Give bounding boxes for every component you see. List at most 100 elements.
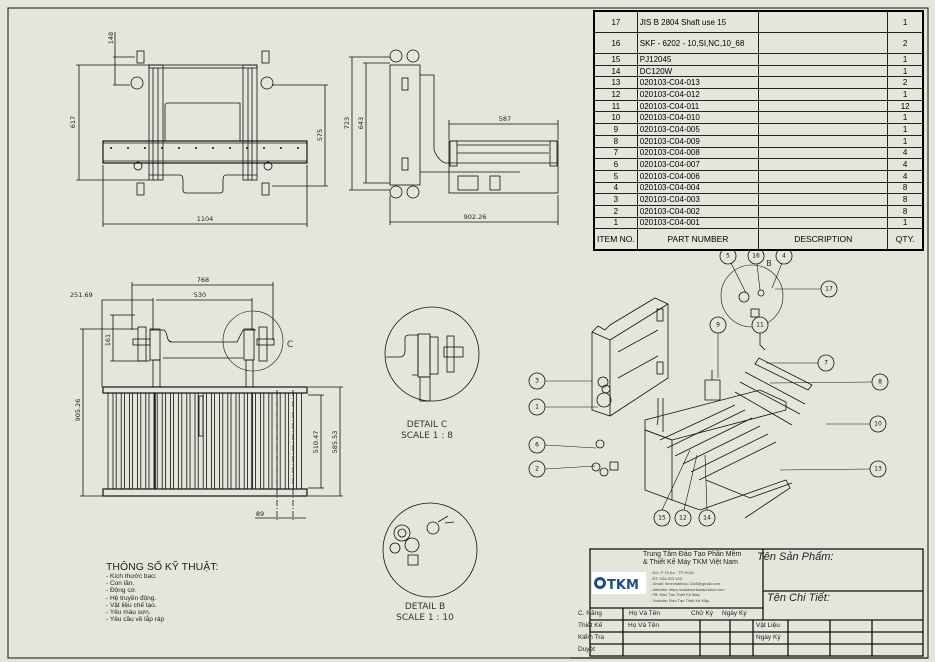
bom-header-item: ITEM NO.: [593, 228, 638, 251]
roller-slat: [189, 392, 196, 490]
roller-slat: [271, 392, 278, 490]
bom-item-no: 7: [593, 146, 638, 160]
bom-qty: 1: [887, 88, 924, 101]
bom-description: [758, 158, 889, 171]
title-block-grid: [570, 548, 928, 659]
bom-description: [758, 204, 889, 218]
row-function-label: C. Năng: [578, 610, 602, 617]
detail-b-title: DETAIL B: [405, 602, 445, 612]
roller-slat: [156, 392, 163, 490]
bom-part-number: 020103-C04-006: [636, 169, 760, 183]
bom-qty: 8: [887, 193, 924, 206]
balloon-number: 5: [726, 253, 730, 260]
bom-qty: 4: [887, 169, 924, 183]
balloon-number: 8: [878, 379, 882, 386]
roller-slat: [263, 392, 270, 490]
roller-slat: [181, 392, 188, 490]
bom-item-no: 1: [593, 216, 638, 230]
bom-part-number: PJ12045: [636, 53, 760, 66]
balloon-number: 13: [874, 466, 882, 473]
balloon-circle: [709, 316, 727, 334]
bom-item-no: 11: [593, 99, 638, 113]
balloon-11: 11: [751, 316, 769, 334]
part-name-label: Tên Chi Tiết:: [767, 592, 830, 604]
bom-description: [758, 10, 889, 33]
bom-description: [758, 146, 889, 160]
design-name-field[interactable]: Họ Và Tên: [628, 622, 659, 629]
bom-item-no: 8: [593, 134, 638, 148]
dim-top-offset: 251.69: [70, 291, 93, 299]
bom-description: [758, 216, 889, 230]
dim-front-offset: 148: [107, 32, 115, 44]
detail-c-view: [384, 306, 480, 402]
dim-top-span: 768: [197, 276, 209, 284]
bom-qty: 4: [887, 146, 924, 160]
bom-part-number: 020103-C04-009: [636, 134, 760, 148]
front-view: [76, 32, 328, 227]
date-label: Ngày Ký: [756, 634, 781, 641]
dim-front-inner: 575: [316, 129, 324, 141]
bom-description: [758, 99, 889, 113]
row-design-label: Thiết Kế: [578, 622, 603, 629]
bom-description: [758, 76, 889, 90]
bom-description: [758, 88, 889, 101]
bom-part-number: 020103-C04-012: [636, 88, 760, 101]
contact-line: - Đ/c: P. Dĩ An - TP HCM.: [650, 570, 695, 575]
dim-top-frame: 585.53: [331, 431, 339, 454]
bom-item-no: 10: [593, 111, 638, 125]
bom-description: [758, 32, 889, 54]
bom-part-number: 020103-C04-013: [636, 76, 760, 90]
balloon-number: 11: [756, 322, 764, 329]
balloon-7: 7: [817, 354, 835, 372]
bom-qty: 8: [887, 181, 924, 195]
bom-description: [758, 53, 889, 66]
roller-slat: [287, 392, 294, 490]
detail-c-title: DETAIL C: [407, 420, 447, 430]
dim-top-mech: 161: [104, 334, 112, 346]
bom-part-number: 020103-C04-004: [636, 181, 760, 195]
roller-slat: [173, 392, 180, 490]
col-name-header: Họ Và Tên: [629, 610, 660, 617]
roller-slat: [115, 392, 122, 490]
bom-item-no: 15: [593, 53, 638, 66]
bom-part-number: 020103-C04-003: [636, 193, 760, 206]
bom-qty: 1: [887, 216, 924, 230]
bom-item-no: 16: [593, 32, 638, 54]
balloon-12: 12: [674, 509, 692, 527]
dim-side-inner: 643: [357, 117, 365, 129]
contact-line: - Youtube: Đào Tạo Thiết Kế Máy.: [650, 597, 710, 603]
top-view: [80, 282, 343, 520]
roller-slat: [124, 392, 130, 490]
balloon-number: 16: [752, 253, 760, 260]
roller-slat: [279, 392, 286, 490]
roller-slat: [107, 392, 114, 490]
bom-item-no: 5: [593, 169, 638, 183]
note-item: - Con lăn.: [106, 580, 135, 588]
balloon-circle: [528, 460, 546, 478]
bom-part-number: SKF - 6202 - 10,SI,NC,10_68: [636, 32, 760, 54]
detail-c-scale: SCALE 1 : 8: [401, 431, 453, 441]
bom-part-number: 020103-C04-010: [636, 111, 760, 125]
roller-slat: [164, 392, 171, 490]
bom-qty: 1: [887, 10, 924, 33]
detail-c-marker: C: [287, 340, 293, 350]
dim-side-height: 723: [343, 117, 351, 129]
roller-slat: [255, 392, 262, 490]
bom-description: [758, 111, 889, 125]
exploded-view: [591, 264, 813, 519]
balloon-circle: [674, 509, 692, 527]
company-name-line1: Trung Tâm Đào Tạo Phần Mềm: [643, 551, 742, 558]
dim-top-rollers: 510.47: [312, 431, 320, 454]
balloon-1: 1: [528, 398, 546, 416]
contact-line: - ĐT: 034.303.193.: [650, 575, 683, 581]
balloon-13: 13: [869, 460, 887, 478]
bom-item-no: 3: [593, 193, 638, 206]
